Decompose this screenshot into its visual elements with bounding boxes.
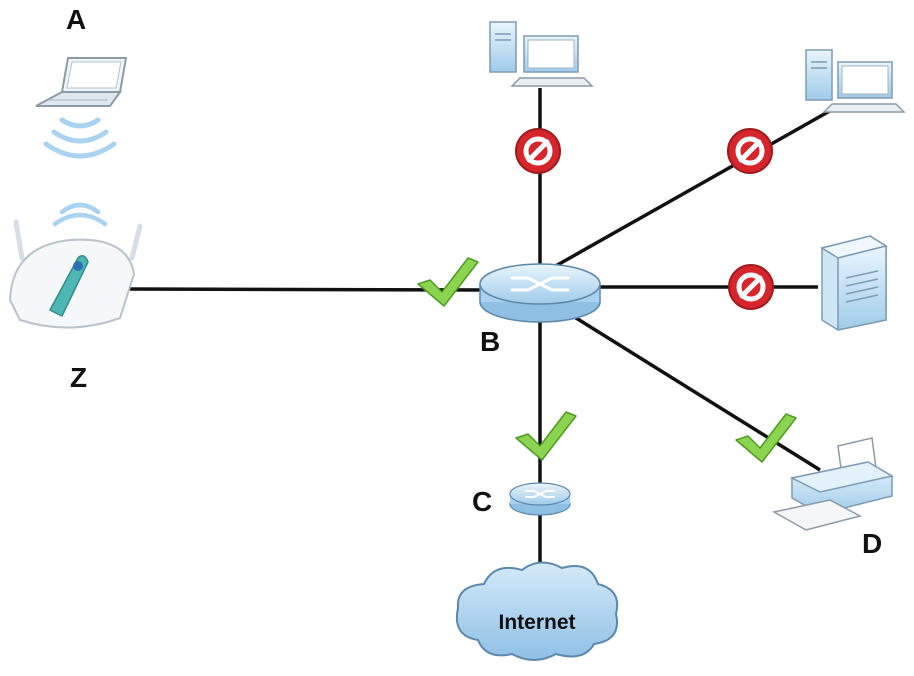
printer-icon — [771, 437, 895, 531]
no-entry-icon — [728, 264, 774, 310]
internet-cloud: Internet — [456, 561, 619, 661]
server-icon — [820, 235, 888, 331]
no-entry-icon — [515, 128, 561, 174]
check-mark-icon — [417, 257, 479, 307]
internet-label: Internet — [498, 611, 575, 634]
node-label-a: A — [66, 4, 87, 35]
check-mark-icon — [735, 413, 797, 463]
link-b-desktop-right — [544, 106, 836, 274]
node-label-b: B — [480, 326, 501, 357]
cloud-icon — [456, 561, 619, 661]
node-label-c: C — [472, 486, 493, 517]
link-b-printer — [559, 306, 821, 472]
switch-icon — [479, 263, 601, 323]
no-entry-icon — [727, 128, 773, 174]
desktop-computer-icon — [489, 21, 594, 87]
laptop-icon — [35, 57, 128, 107]
node-label-d: D — [862, 528, 883, 559]
node-label-z: Z — [70, 362, 88, 393]
router-icon — [509, 482, 571, 516]
wifi-signal-icon — [52, 202, 108, 227]
check-mark-icon — [515, 411, 577, 461]
wifi-signal-icon — [43, 117, 117, 159]
desktop-computer-icon — [805, 49, 906, 113]
access-point-icon — [8, 219, 143, 329]
